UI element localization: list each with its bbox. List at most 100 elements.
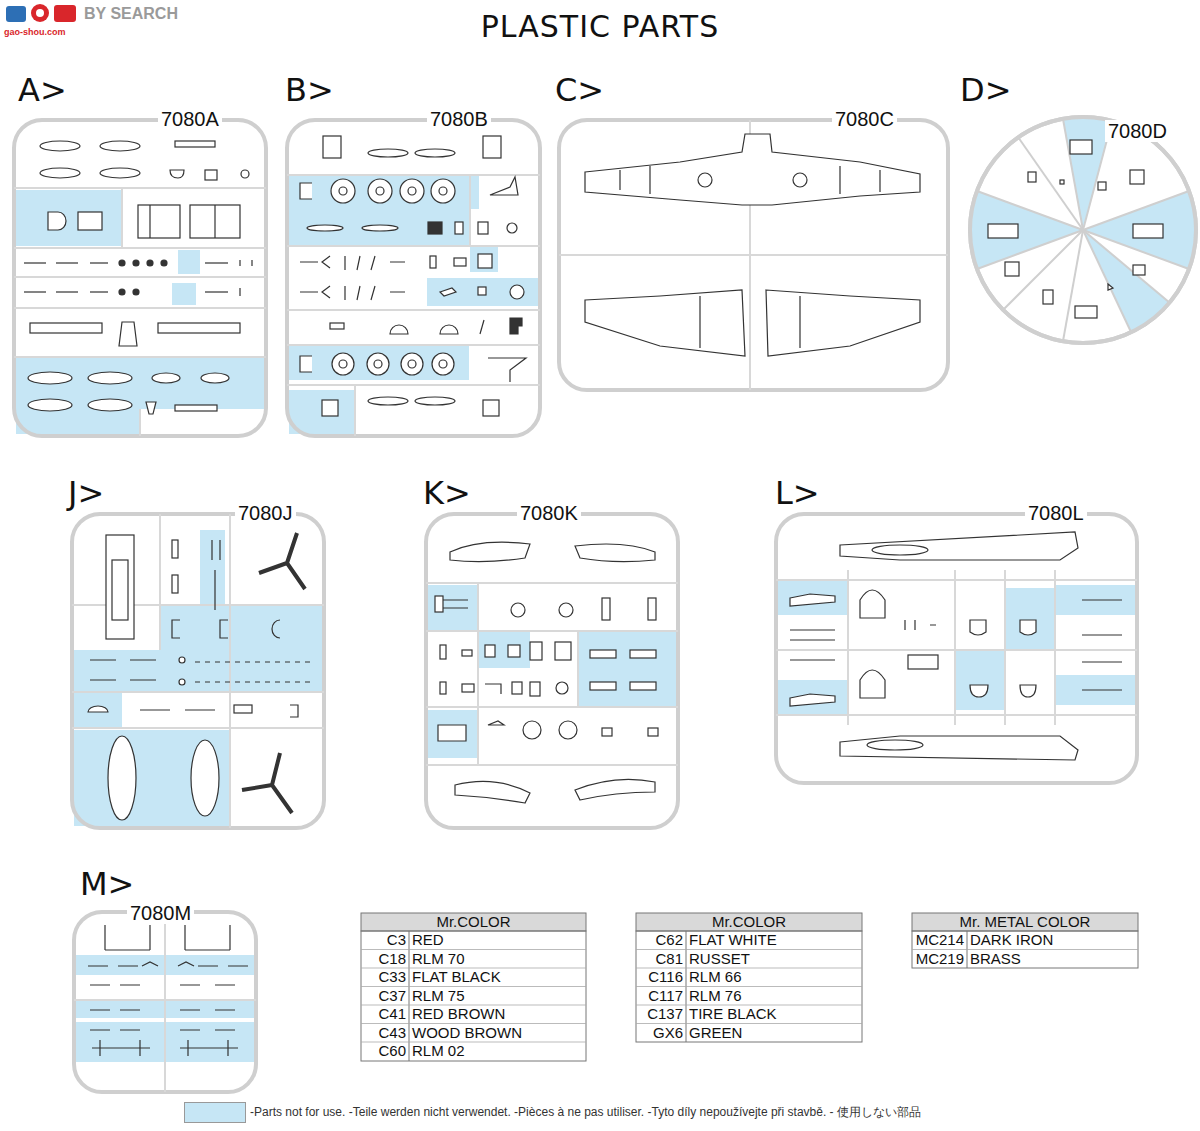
sprue-runner (74, 999, 256, 1001)
round-sprue (1133, 224, 1163, 238)
sprue-frame: J>7080J (68, 475, 326, 830)
sprue-runner (426, 630, 678, 632)
paint-code: MC219 (912, 950, 964, 969)
round-sprue (970, 117, 1196, 343)
plastic-part (648, 598, 656, 620)
unused-area (289, 346, 469, 380)
plastic-part (555, 642, 571, 660)
plastic-part (300, 183, 312, 199)
plastic-part (259, 533, 305, 589)
sprue-number: 7080B (427, 108, 491, 130)
plastic-part (483, 400, 499, 416)
unused-area (74, 730, 230, 826)
sprue-letter: B> (285, 72, 334, 108)
paint-name: RED (412, 931, 444, 950)
plastic-part (530, 642, 542, 660)
plastic-part (368, 397, 408, 405)
plastic-part (242, 753, 292, 813)
plastic-part (241, 170, 249, 178)
plastic-part (488, 358, 526, 382)
plastic-part (766, 290, 920, 356)
sprue-runner (1004, 570, 1006, 725)
watermark-logo (6, 4, 76, 22)
paint-name: BRASS (970, 950, 1021, 969)
plastic-part (290, 705, 298, 717)
legend-swatch (184, 1102, 246, 1123)
plastic-part (24, 262, 46, 263)
plastic-part (462, 650, 472, 656)
plastic-part (840, 532, 1078, 560)
plastic-part (401, 353, 423, 375)
unused-area (172, 283, 196, 305)
sprue-runner (287, 309, 540, 311)
plastic-part (300, 356, 312, 372)
plastic-part (108, 736, 136, 820)
sprue-runner (72, 727, 324, 729)
plastic-part (430, 256, 436, 268)
round-sprue (1060, 180, 1064, 184)
color-table (409, 931, 410, 1061)
paint-code: C116 (636, 968, 683, 987)
plastic-part (478, 254, 492, 268)
sprue-frame: L>7080L (775, 475, 1139, 785)
plastic-part (170, 170, 184, 178)
plastic-part (251, 260, 252, 266)
paint-code: C62 (636, 931, 683, 950)
sprue-frame: D>7080D (960, 72, 1198, 345)
sprue-runner (14, 187, 266, 189)
plastic-part (439, 187, 447, 195)
plastic-part (332, 353, 354, 375)
plastic-part (480, 320, 484, 334)
sprue-runner (139, 409, 141, 436)
plastic-part (105, 925, 230, 950)
unused-area (160, 605, 323, 650)
sprue-number: 7080D (1105, 120, 1170, 142)
plastic-part (90, 262, 108, 263)
plastic-part (234, 705, 252, 713)
round-sprue (1005, 262, 1019, 276)
paint-code: C60 (361, 1042, 406, 1061)
plastic-part (590, 682, 616, 690)
sprue-runner (426, 764, 678, 766)
paint-name: RLM 75 (412, 987, 465, 1006)
plastic-part (620, 166, 880, 194)
sprue-runner (121, 188, 123, 248)
sprue-letter: J> (68, 475, 104, 511)
plastic-part (367, 353, 389, 375)
color-table (912, 931, 1138, 968)
paint-name: RLM 66 (689, 968, 742, 987)
round-sprue (1108, 284, 1113, 290)
color-table (636, 931, 862, 1042)
sprue-frame: K>7080K (423, 475, 680, 830)
watermark: gao-shou.com (4, 26, 66, 38)
color-table (361, 931, 586, 1061)
plastic-part (508, 645, 520, 657)
sprue-letter: L> (775, 475, 820, 511)
sprue-frame (287, 120, 540, 436)
plastic-part (100, 141, 140, 151)
sprue-runner (776, 714, 1137, 716)
plastic-part (462, 684, 474, 692)
round-sprue (1098, 182, 1106, 190)
paint-name: TIRE BLACK (689, 1005, 777, 1024)
plastic-part (530, 682, 540, 696)
unused-area (955, 650, 1005, 710)
sprue-frame (426, 514, 678, 828)
sprue-runner (14, 356, 266, 358)
plastic-part (438, 725, 466, 741)
unused-area (289, 390, 355, 434)
watermark-logo (54, 5, 76, 22)
plastic-part (179, 679, 185, 685)
plastic-part (146, 402, 156, 414)
plastic-part (840, 736, 1078, 760)
plastic-part (790, 594, 835, 606)
plastic-part (90, 985, 235, 1030)
plastic-part (138, 205, 180, 238)
color-table (636, 913, 862, 931)
plastic-part (415, 397, 455, 405)
paint-code: C117 (636, 987, 683, 1006)
plastic-part (376, 187, 384, 195)
plastic-part (214, 205, 215, 238)
plastic-part (790, 694, 835, 706)
plastic-part (331, 179, 355, 203)
